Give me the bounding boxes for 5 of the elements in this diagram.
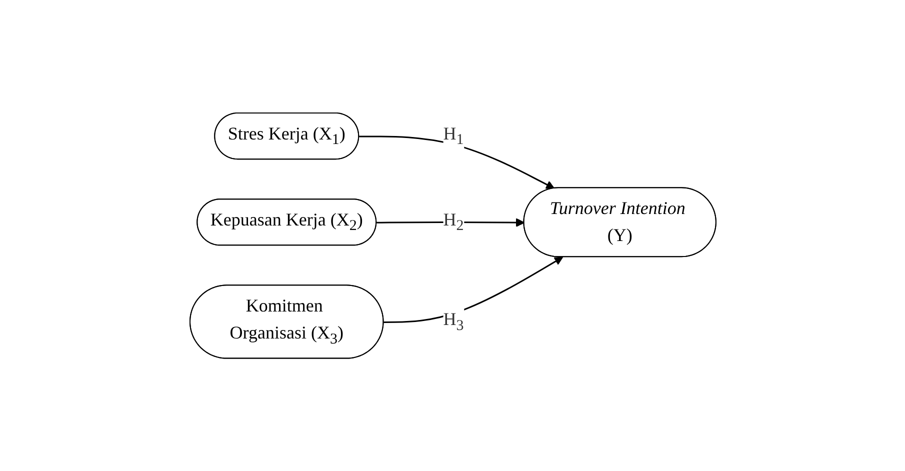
arrow (358, 136, 554, 189)
edge-label: H$_{3}$ (442, 309, 464, 334)
edge-label: H$_{1}$ (442, 123, 464, 148)
edge-label: H$_{2}$ (442, 209, 464, 234)
arrow (383, 256, 563, 323)
